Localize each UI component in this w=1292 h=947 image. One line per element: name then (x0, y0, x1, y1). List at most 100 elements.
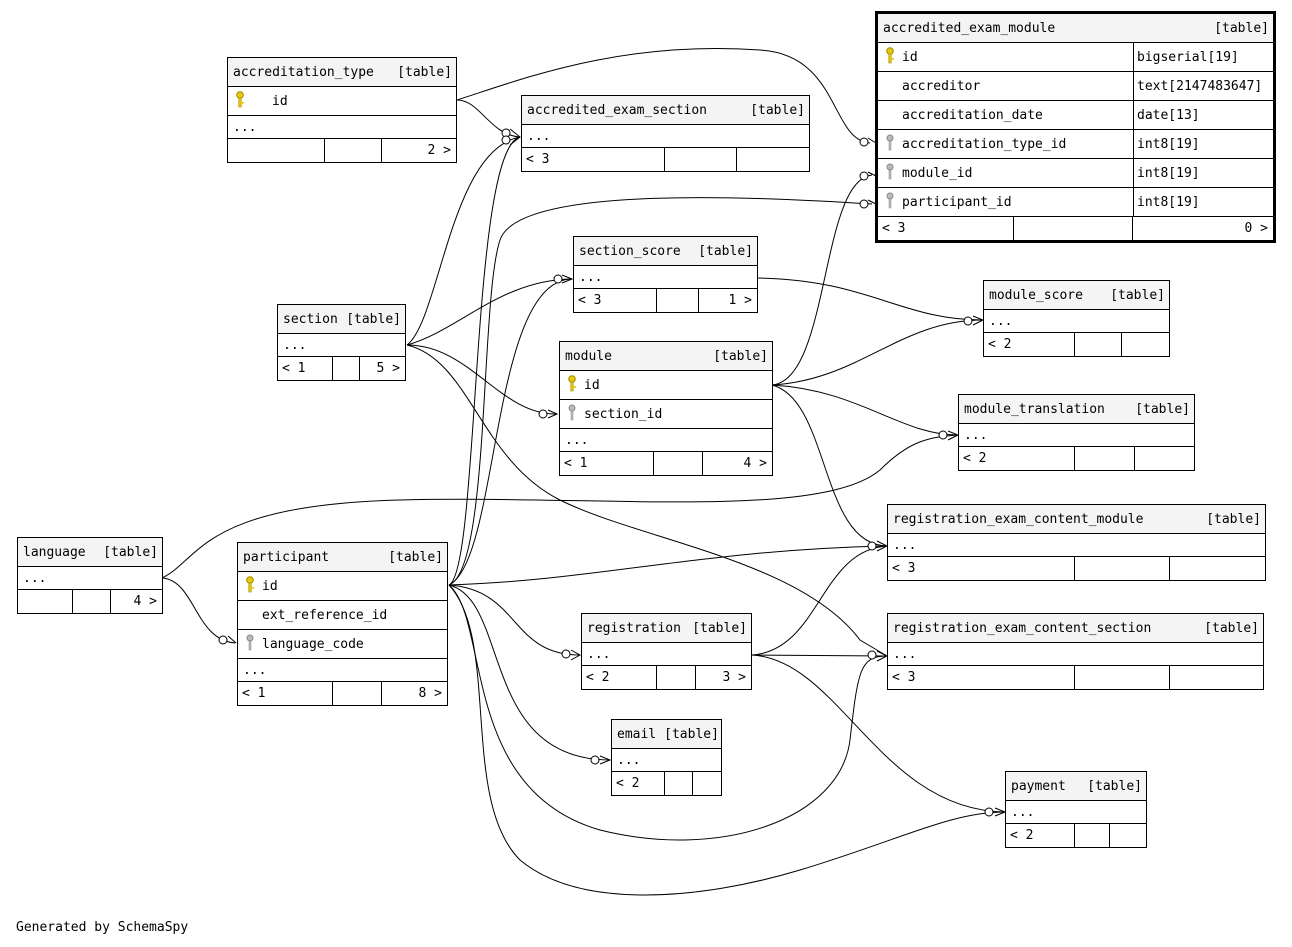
children-count[interactable]: 4 > (133, 594, 157, 609)
more-columns[interactable]: ... (560, 429, 772, 452)
column-row[interactable]: language_code (238, 630, 447, 659)
table-name[interactable]: registration_exam_content_section (893, 620, 1152, 636)
more-columns[interactable]: ... (278, 334, 405, 357)
more-columns[interactable]: ... (18, 567, 162, 590)
pk-key-icon (884, 46, 896, 68)
table-registration-exam-content-module[interactable]: registration_exam_content_module[table] … (887, 504, 1266, 581)
table-name[interactable]: accredited_exam_section (527, 102, 708, 118)
edge-participant-to-accredited-exam-section (448, 136, 521, 586)
table-accreditation-type[interactable]: accreditation_type [table] id ... 2 > (227, 57, 457, 163)
column-type: int8[19] (1133, 130, 1273, 158)
edge-language-to-participant (161, 577, 236, 644)
more-columns[interactable]: ... (228, 116, 456, 139)
table-tag: [table] (750, 102, 805, 118)
parents-count[interactable]: < 1 (242, 686, 266, 701)
children-count[interactable]: 8 > (418, 686, 442, 701)
table-name[interactable]: registration (587, 620, 681, 636)
table-footer: < 2 3 > (582, 666, 751, 689)
more-columns[interactable]: ... (582, 643, 751, 666)
table-footer: 2 > (228, 139, 456, 162)
table-name[interactable]: payment (1011, 778, 1066, 794)
edge-section-to-accredited-exam-section (406, 136, 521, 346)
column-row[interactable]: id (560, 371, 772, 400)
parents-count[interactable]: < 1 (282, 361, 306, 376)
parents-count[interactable]: < 3 (578, 293, 602, 308)
parents-count[interactable]: < 2 (988, 337, 1012, 352)
parents-count[interactable]: < 1 (564, 456, 588, 471)
children-count[interactable]: 0 > (1244, 221, 1268, 236)
column-row[interactable]: ext_reference_id (238, 601, 447, 630)
table-name[interactable]: accreditation_type (233, 64, 374, 80)
table-header: language[table] (18, 538, 162, 567)
table-participant[interactable]: participant[table] id ext_reference_id l… (237, 542, 448, 706)
table-name[interactable]: section_score (579, 243, 681, 259)
more-columns[interactable]: ... (238, 659, 447, 682)
children-count[interactable]: 4 > (743, 456, 767, 471)
column-row[interactable]: id (228, 87, 456, 116)
parents-count[interactable]: < 3 (882, 221, 906, 236)
table-email[interactable]: email[table] ... < 2 (611, 719, 722, 796)
table-tag: [table] (1110, 287, 1165, 303)
more-columns[interactable]: ... (984, 310, 1169, 333)
parents-count[interactable]: < 2 (963, 451, 987, 466)
more-columns[interactable]: ... (1006, 801, 1146, 824)
more-columns[interactable]: ... (959, 424, 1194, 447)
table-tag: [table] (397, 64, 452, 80)
table-module-score[interactable]: module_score [table] ... < 2 (983, 280, 1170, 357)
more-columns[interactable]: ... (888, 643, 1263, 666)
column-row[interactable]: section_id (560, 400, 772, 429)
parents-count[interactable]: < 3 (526, 152, 550, 167)
table-payment[interactable]: payment[table] ... < 2 (1005, 771, 1147, 848)
table-name[interactable]: module (565, 348, 612, 364)
table-name[interactable]: participant (243, 549, 330, 565)
parents-count[interactable]: < 2 (586, 670, 610, 685)
edge-section-score-to-module-score (757, 277, 984, 321)
parents-count[interactable]: < 2 (616, 776, 640, 791)
pk-key-icon (244, 575, 256, 597)
table-registration-exam-content-section[interactable]: registration_exam_content_section[table]… (887, 613, 1264, 690)
children-count[interactable]: 3 > (722, 670, 746, 685)
column-type: int8[19] (1133, 188, 1273, 216)
more-columns[interactable]: ... (522, 125, 809, 148)
edge-participant-to-section-score (448, 278, 573, 586)
edge-module-to-module-translation (771, 384, 959, 436)
column-name: id (262, 578, 278, 594)
table-header: accredited_exam_module[table] (878, 14, 1273, 43)
more-columns[interactable]: ... (888, 534, 1265, 557)
table-accredited-exam-section[interactable]: accredited_exam_section [table] ... < 3 (521, 95, 810, 172)
more-columns[interactable]: ... (574, 266, 757, 289)
column-name: id (272, 93, 288, 109)
column-name: module_id (902, 165, 973, 181)
column-name: language_code (262, 636, 364, 652)
table-name[interactable]: module_score (989, 287, 1083, 303)
table-name[interactable]: accredited_exam_module (883, 20, 1056, 36)
table-name[interactable]: language (23, 544, 86, 560)
table-header: module_translation[table] (959, 395, 1194, 424)
table-name[interactable]: registration_exam_content_module (893, 511, 1144, 527)
more-columns[interactable]: ... (612, 749, 721, 772)
children-count[interactable]: 2 > (427, 143, 451, 158)
children-count[interactable]: 5 > (376, 361, 400, 376)
children-count[interactable]: 1 > (728, 293, 752, 308)
table-name[interactable]: module_translation (964, 401, 1105, 417)
column-row[interactable]: id (238, 572, 447, 601)
table-name[interactable]: email (617, 726, 657, 742)
table-module-translation[interactable]: module_translation[table] ... < 2 (958, 394, 1195, 471)
parents-count[interactable]: < 2 (1010, 828, 1034, 843)
edge-module-to-accredited-exam-module (771, 174, 873, 386)
table-language[interactable]: language[table] ... 4 > (17, 537, 163, 614)
parents-count[interactable]: < 3 (892, 670, 916, 685)
table-name[interactable]: section (283, 311, 338, 327)
parents-count[interactable]: < 3 (892, 561, 916, 576)
